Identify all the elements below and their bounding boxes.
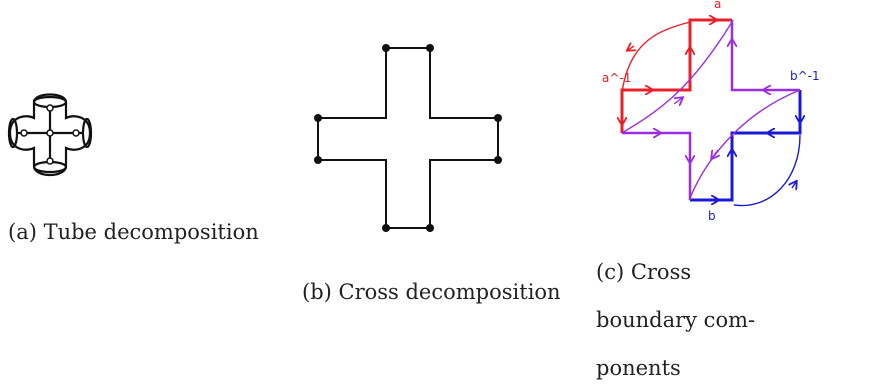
- caption-a: (a) Tube decomposition: [8, 220, 259, 244]
- label-a: a: [714, 0, 721, 11]
- label-b: b: [708, 209, 716, 223]
- caption-c: (c) Cross boundary com- ponents: [596, 248, 766, 392]
- caption-b: (b) Cross decomposition: [302, 280, 561, 304]
- caption-c-line-2: ponents: [596, 356, 681, 380]
- cross-boundary-figure: a a^-1 b^-1 b: [602, 0, 820, 223]
- caption-c-line-1: (c) Cross boundary com-: [596, 260, 756, 332]
- label-a-inverse: a^-1: [602, 71, 631, 85]
- tube-decomposition-figure: [7, 93, 93, 177]
- label-b-inverse: b^-1: [790, 69, 820, 83]
- cross-decomposition-figure: [314, 44, 502, 232]
